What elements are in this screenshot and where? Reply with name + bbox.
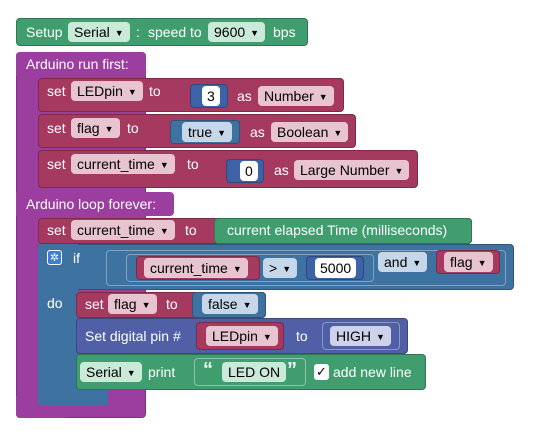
setup-colon: :	[136, 24, 140, 40]
serial-port-dropdown[interactable]: Serial ▼	[68, 22, 130, 42]
variable-flag-dropdown[interactable]: flag ▼	[71, 118, 120, 138]
boolean-value: false	[208, 296, 238, 312]
boolean-false-dropdown[interactable]: false ▼	[202, 294, 258, 314]
to-label: to	[127, 120, 139, 136]
set-label: set	[47, 222, 66, 238]
operator-dropdown[interactable]: >▼	[263, 258, 298, 278]
chevron-down-icon: ▼	[232, 264, 242, 274]
chevron-down-icon: ▼	[217, 128, 227, 138]
type-large-number-dropdown[interactable]: Large Number ▼	[294, 160, 410, 180]
chevron-down-icon: ▼	[250, 28, 260, 38]
variable-ledpin-dropdown[interactable]: LEDpin ▼	[71, 81, 143, 101]
if-label: if	[73, 250, 80, 266]
type-value: Large Number	[300, 162, 390, 178]
loop-forever-title: Arduino loop forever:	[26, 196, 156, 212]
close-quote-icon: ”	[287, 359, 297, 381]
print-label: print	[148, 364, 176, 380]
add-new-line-label: add new line	[333, 364, 412, 380]
chevron-down-icon: ▼	[159, 226, 169, 236]
chevron-down-icon: ▼	[141, 300, 151, 310]
variable-current-time-dropdown[interactable]: current_time ▼	[71, 154, 175, 174]
chevron-down-icon: ▼	[262, 332, 272, 342]
text-field[interactable]: LED ON	[222, 362, 287, 382]
variable-name: flag	[450, 254, 473, 270]
digital-pin-label: Set digital pin #	[85, 328, 181, 344]
chevron-down-icon: ▼	[114, 28, 124, 38]
loop-header	[16, 192, 174, 216]
set-label: set	[47, 120, 66, 136]
open-quote-icon: “	[203, 359, 213, 381]
variable-name: current_time	[77, 222, 155, 238]
variable-flag-dropdown[interactable]: flag ▼	[444, 252, 493, 272]
to-label: to	[187, 156, 199, 172]
type-value: Boolean	[277, 124, 329, 140]
variable-current-time-dropdown[interactable]: current_time ▼	[71, 220, 175, 240]
as-label: as	[250, 124, 265, 140]
chevron-down-icon: ▼	[394, 166, 404, 176]
chevron-down-icon: ▼	[242, 300, 252, 310]
to-label: to	[149, 83, 161, 99]
logic-operator-dropdown[interactable]: and ▼	[378, 252, 428, 272]
type-value: Number	[264, 88, 314, 104]
set-label: set	[47, 156, 66, 172]
to-label: to	[296, 328, 308, 344]
elapsed-time-block[interactable]	[214, 218, 472, 244]
baud-rate-value: 9600	[214, 24, 246, 40]
variable-name: LEDpin	[212, 328, 258, 344]
variable-flag-dropdown[interactable]: flag ▼	[108, 294, 157, 314]
if-block-footer	[38, 388, 108, 406]
as-label: as	[237, 88, 252, 104]
chevron-down-icon: ▼	[159, 160, 169, 170]
variable-name: current_time	[77, 156, 155, 172]
baud-rate-dropdown[interactable]: 9600 ▼	[208, 22, 266, 42]
chevron-down-icon: ▼	[477, 258, 487, 268]
variable-ledpin-dropdown[interactable]: LEDpin ▼	[206, 326, 278, 346]
variable-name: LEDpin	[77, 83, 123, 99]
chevron-down-icon: ▼	[127, 87, 137, 97]
pin-state-dropdown[interactable]: HIGH ▼	[330, 326, 391, 346]
to-label: to	[185, 222, 197, 238]
boolean-true-dropdown[interactable]: true ▼	[182, 122, 233, 142]
if-block-spine	[38, 244, 78, 406]
variable-current-time-dropdown[interactable]: current_time ▼	[144, 258, 248, 278]
checkbox-icon[interactable]: ✓	[314, 364, 329, 380]
chevron-down-icon: ▼	[376, 332, 385, 342]
type-number-dropdown[interactable]: Number ▼	[258, 86, 334, 106]
type-boolean-dropdown[interactable]: Boolean ▼	[271, 122, 349, 142]
chevron-down-icon: ▼	[318, 92, 328, 102]
do-label: do	[47, 295, 63, 311]
serial-port-value: Serial	[74, 24, 110, 40]
operator-value: >	[269, 260, 278, 276]
logic-operator-value: and	[384, 254, 408, 270]
run-first-title: Arduino run first:	[26, 56, 129, 72]
chevron-down-icon: ▼	[126, 368, 136, 378]
bps-label: bps	[273, 24, 296, 40]
pin-state-value: HIGH	[336, 328, 371, 344]
serial-port-value: Serial	[86, 364, 122, 380]
speed-to-label: speed to	[148, 24, 202, 40]
number-field[interactable]: 5000	[315, 258, 357, 278]
boolean-value: true	[188, 124, 213, 140]
serial-port-dropdown[interactable]: Serial ▼	[80, 362, 142, 382]
gear-icon[interactable]: ✲	[47, 250, 62, 265]
number-field[interactable]: 3	[202, 86, 220, 106]
chevron-down-icon: ▼	[104, 124, 114, 134]
variable-name: flag	[77, 120, 100, 136]
variable-name: flag	[114, 296, 137, 312]
to-label: to	[166, 296, 178, 312]
set-label: set	[47, 83, 66, 99]
chevron-down-icon: ▼	[282, 264, 292, 274]
set-label: set	[85, 296, 104, 312]
run-first-header	[16, 52, 146, 76]
as-label: as	[274, 162, 289, 178]
variable-name: current_time	[150, 260, 228, 276]
elapsed-time-label: current elapsed Time (milliseconds)	[227, 222, 448, 238]
chevron-down-icon: ▼	[412, 258, 422, 268]
chevron-down-icon: ▼	[333, 128, 343, 138]
number-field[interactable]: 0	[240, 161, 258, 181]
setup-label: Setup	[26, 24, 63, 40]
